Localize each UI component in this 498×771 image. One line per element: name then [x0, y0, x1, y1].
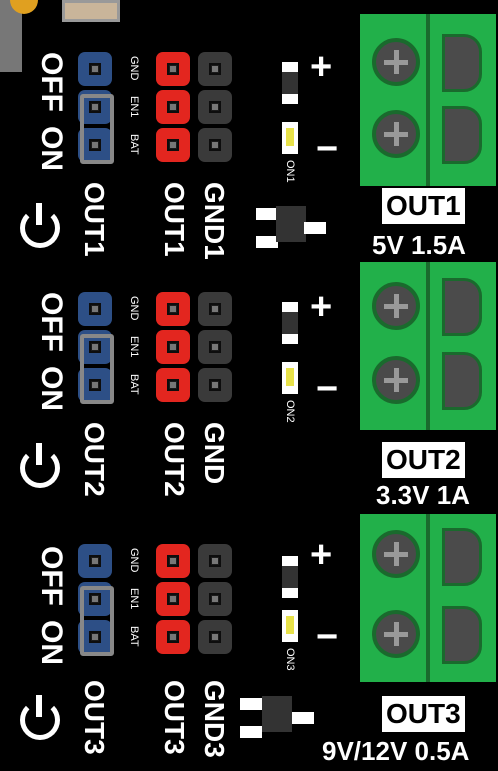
out-label-switch: OUT2 [79, 422, 110, 497]
transistor-leg [256, 236, 278, 248]
screw-icon[interactable] [372, 610, 420, 658]
output-pin[interactable] [156, 582, 190, 616]
power-icon [20, 695, 60, 740]
output-pin[interactable] [156, 52, 190, 86]
pin-label-bat: BAT [128, 374, 140, 395]
out-label-switch: OUT3 [79, 680, 110, 755]
capacitor-part [0, 0, 22, 72]
transistor-leg [240, 698, 262, 710]
out-label-switch: OUT1 [79, 182, 110, 257]
pin-label-bat: BAT [128, 134, 140, 155]
resistor [282, 302, 298, 344]
ground-pin[interactable] [198, 544, 232, 578]
output-pin[interactable] [156, 90, 190, 124]
screw-icon[interactable] [372, 38, 420, 86]
transistor [276, 206, 306, 242]
gnd-label: GND [199, 422, 230, 485]
transistor-leg [304, 222, 326, 234]
plus-sign: + [310, 286, 333, 328]
minus-sign: − [316, 128, 339, 170]
terminal-block [360, 514, 496, 682]
switch-off-label: OFF [35, 52, 68, 112]
header-pin-gnd[interactable] [78, 292, 112, 326]
pin-label-gnd: GND [128, 548, 140, 573]
output-pin[interactable] [156, 368, 190, 402]
pin-label-gnd: GND [128, 56, 140, 81]
header-pin-gnd[interactable] [78, 52, 112, 86]
wire-clamp[interactable] [442, 606, 482, 664]
output-pin[interactable] [156, 128, 190, 162]
jumper-cap[interactable] [80, 334, 114, 404]
pin-label-gnd: GND [128, 296, 140, 321]
ground-pin[interactable] [198, 368, 232, 402]
ground-pin[interactable] [198, 128, 232, 162]
terminal-label: OUT1 [382, 188, 465, 224]
ground-pin[interactable] [198, 582, 232, 616]
led-indicator [282, 610, 298, 642]
wire-clamp[interactable] [442, 106, 482, 164]
jumper-cap[interactable] [80, 586, 114, 656]
screw-icon[interactable] [372, 282, 420, 330]
transistor-leg [240, 726, 262, 738]
ground-pin[interactable] [198, 292, 232, 326]
switch-off-label: OFF [35, 546, 68, 606]
terminal-label: OUT3 [382, 696, 465, 732]
pin-label-en: EN1 [128, 96, 140, 118]
ground-pin[interactable] [198, 52, 232, 86]
pin-label-en: EN1 [128, 336, 140, 358]
terminal-block [360, 262, 496, 430]
ground-pin[interactable] [198, 330, 232, 364]
terminal-label: OUT2 [382, 442, 465, 478]
gnd-label: GND3 [199, 680, 230, 758]
resistor [282, 556, 298, 598]
switch-on-label: ON [35, 620, 68, 665]
screw-icon[interactable] [372, 356, 420, 404]
led-indicator [282, 122, 298, 154]
wire-clamp[interactable] [442, 352, 482, 410]
output-pin[interactable] [156, 544, 190, 578]
power-icon [20, 203, 60, 248]
transistor [262, 696, 292, 732]
output-pin[interactable] [156, 330, 190, 364]
output-spec: 5V 1.5A [372, 230, 466, 260]
gnd-label: GND1 [199, 182, 230, 260]
pin-label-en: EN1 [128, 588, 140, 610]
switch-on-label: ON [35, 366, 68, 411]
led-label: ON3 [284, 648, 296, 671]
led-label: ON1 [284, 160, 296, 183]
jumper-cap[interactable] [80, 94, 114, 164]
switch-on-label: ON [35, 126, 68, 171]
header-pin-gnd[interactable] [78, 544, 112, 578]
capacitor-top [10, 0, 38, 14]
plus-sign: + [310, 46, 333, 88]
transistor-leg [256, 208, 278, 220]
output-pin[interactable] [156, 292, 190, 326]
switch-off-label: OFF [35, 292, 68, 352]
wire-clamp[interactable] [442, 528, 482, 586]
ground-pin[interactable] [198, 620, 232, 654]
smd-part [62, 0, 120, 22]
output-pin[interactable] [156, 620, 190, 654]
screw-icon[interactable] [372, 110, 420, 158]
power-icon [20, 443, 60, 488]
minus-sign: − [316, 616, 339, 658]
output-spec: 9V/12V 0.5A [322, 736, 470, 766]
minus-sign: − [316, 368, 339, 410]
out-label-header: OUT2 [159, 422, 190, 497]
ground-pin[interactable] [198, 90, 232, 124]
wire-clamp[interactable] [442, 278, 482, 336]
pin-label-bat: BAT [128, 626, 140, 647]
plus-sign: + [310, 534, 333, 576]
wire-clamp[interactable] [442, 34, 482, 92]
led-label: ON2 [284, 400, 296, 423]
terminal-block [360, 14, 496, 186]
led-indicator [282, 362, 298, 394]
output-spec: 3.3V 1A [376, 480, 470, 510]
transistor-leg [292, 712, 314, 724]
out-label-header: OUT1 [159, 182, 190, 257]
out-label-header: OUT3 [159, 680, 190, 755]
resistor [282, 62, 298, 104]
screw-icon[interactable] [372, 530, 420, 578]
